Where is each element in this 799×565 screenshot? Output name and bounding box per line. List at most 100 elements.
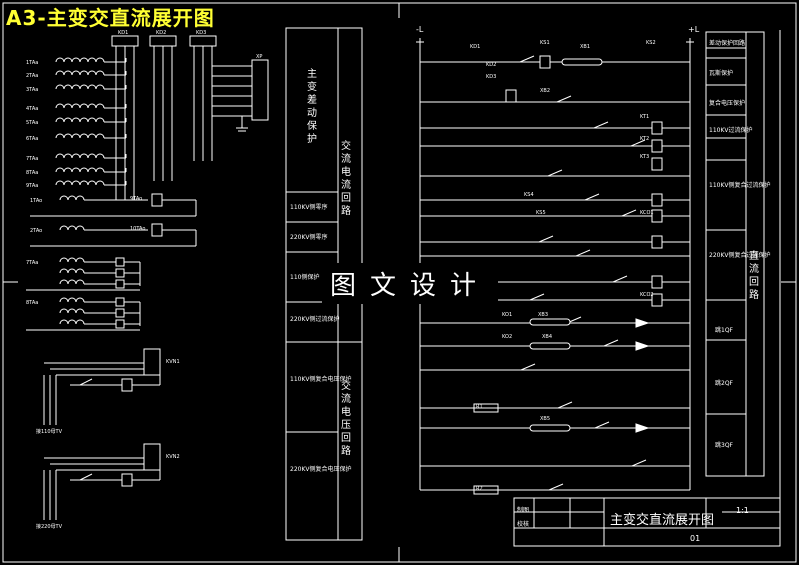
contact-blade <box>594 421 610 429</box>
ct-coil <box>55 153 105 159</box>
relay-label: 9TAo <box>130 196 142 202</box>
tv-label: 接220母TV <box>36 523 63 530</box>
relay-label: KD1 <box>118 30 128 36</box>
ct-coil <box>55 57 105 63</box>
ct-label: 4TAa <box>26 106 38 112</box>
dc-label: R1 <box>476 404 483 410</box>
contact-blade <box>557 401 573 409</box>
ct-coil <box>55 117 105 123</box>
terminal-block-xp <box>251 59 269 121</box>
center-row-4: 220KV侧过流保护 <box>290 316 340 323</box>
right-row-9: 跳3QF <box>715 442 733 449</box>
ct-label: 9TAa <box>26 183 38 189</box>
dc-label: KD3 <box>486 74 496 80</box>
dc-label: KS5 <box>536 210 546 216</box>
center-row-6: 220KV侧复合电压保护 <box>290 466 352 473</box>
relay-label: 10TAo <box>130 226 145 232</box>
dc-label: R2 <box>476 486 483 492</box>
relay-coil <box>151 223 163 237</box>
contact-blade <box>631 459 647 467</box>
center-section-main: 主变差动保护 <box>307 69 317 145</box>
resistor <box>473 485 499 495</box>
right-row-7: 跳1QF <box>715 327 733 334</box>
trip-arrow <box>620 318 650 328</box>
title-block-scale: 1:1 <box>736 506 749 515</box>
ct-coil <box>59 308 85 314</box>
resistor <box>473 403 499 413</box>
relay-label: KVN1 <box>166 359 180 365</box>
tv-label: 接110母TV <box>36 428 63 435</box>
dc-label: KS2 <box>646 40 656 46</box>
relay-label: KVN2 <box>166 454 180 460</box>
trip-arrow <box>620 341 650 351</box>
ct-coil <box>59 225 85 231</box>
relay-coil <box>651 275 663 289</box>
center-row-3: 110侧保护 <box>290 274 320 281</box>
ct-coil <box>55 70 105 76</box>
contact-blade <box>79 473 93 481</box>
dc-label: KO1 <box>502 312 512 318</box>
ct-coil <box>55 180 105 186</box>
title-block-row2: 校核 <box>517 521 530 528</box>
ct-coil <box>55 103 105 109</box>
relay-coil <box>115 257 125 267</box>
contact-blade <box>538 235 554 243</box>
voltage-relay <box>143 348 161 376</box>
dc-label: XB5 <box>540 416 550 422</box>
right-section-dc: 直流回路 <box>749 251 759 301</box>
relay-coil <box>115 279 125 289</box>
watermark: 图文设计 <box>322 263 499 304</box>
relay-coil <box>651 121 663 135</box>
ct-label: 7TAa <box>26 260 38 266</box>
relay-coil <box>115 297 125 307</box>
title-block-row1: 制图 <box>517 507 530 514</box>
right-row-5: 110KV侧复合过流保护 <box>709 182 771 189</box>
contact-blade <box>519 55 535 63</box>
contact-blade <box>621 209 637 217</box>
ct-coil <box>59 297 85 303</box>
dc-label: KT3 <box>640 154 649 160</box>
right-row-6: 220KV侧复合过流保护 <box>709 252 771 259</box>
link-piece <box>529 342 571 350</box>
contact-blade <box>612 275 628 283</box>
ct-label: 8TAa <box>26 300 38 306</box>
right-row-1: 差动保护回路 <box>709 40 746 47</box>
ct-label: 6TAa <box>26 136 38 142</box>
dc-label: KT1 <box>640 114 649 120</box>
ct-label: 3TAa <box>26 87 38 93</box>
relay-block-kd2 <box>149 35 177 47</box>
ct-label: 2TAa <box>26 73 38 79</box>
contact-blade <box>584 193 600 201</box>
relay-coil <box>505 89 517 103</box>
contact-blade <box>593 121 609 129</box>
ct-coil <box>59 319 85 325</box>
relay-label: KD3 <box>196 30 206 36</box>
center-section-ac-voltage: 交流电压回路 <box>341 381 351 457</box>
ct-label: 1TAo <box>30 198 42 204</box>
link-piece <box>529 424 571 432</box>
relay-coil <box>651 209 663 223</box>
dc-label: KD2 <box>486 62 496 68</box>
center-row-1: 110KV侧零序 <box>290 204 328 211</box>
relay-coil <box>651 293 663 307</box>
dc-label: KS1 <box>540 40 550 46</box>
contact-blade <box>79 378 93 386</box>
ct-coil <box>55 167 105 173</box>
dc-label: XB1 <box>580 44 590 50</box>
voltage-relay <box>143 443 161 471</box>
contact-blade <box>547 169 563 177</box>
relay-coil <box>121 378 133 392</box>
right-row-3: 复合电压保护 <box>709 100 746 107</box>
ct-coil <box>59 279 85 285</box>
contact-blade <box>575 249 591 257</box>
ct-label: 1TAa <box>26 60 38 66</box>
ct-coil <box>55 133 105 139</box>
dc-label: KO2 <box>502 334 512 340</box>
trip-arrow <box>620 423 650 433</box>
title-block-name: 主变交直流展开图 <box>610 513 715 528</box>
dc-label: KD1 <box>470 44 480 50</box>
ct-coil <box>59 195 85 201</box>
relay-coil <box>151 193 163 207</box>
center-row-5: 110KV侧复合电压保护 <box>290 376 352 383</box>
dc-bus-label: +L <box>688 25 700 34</box>
